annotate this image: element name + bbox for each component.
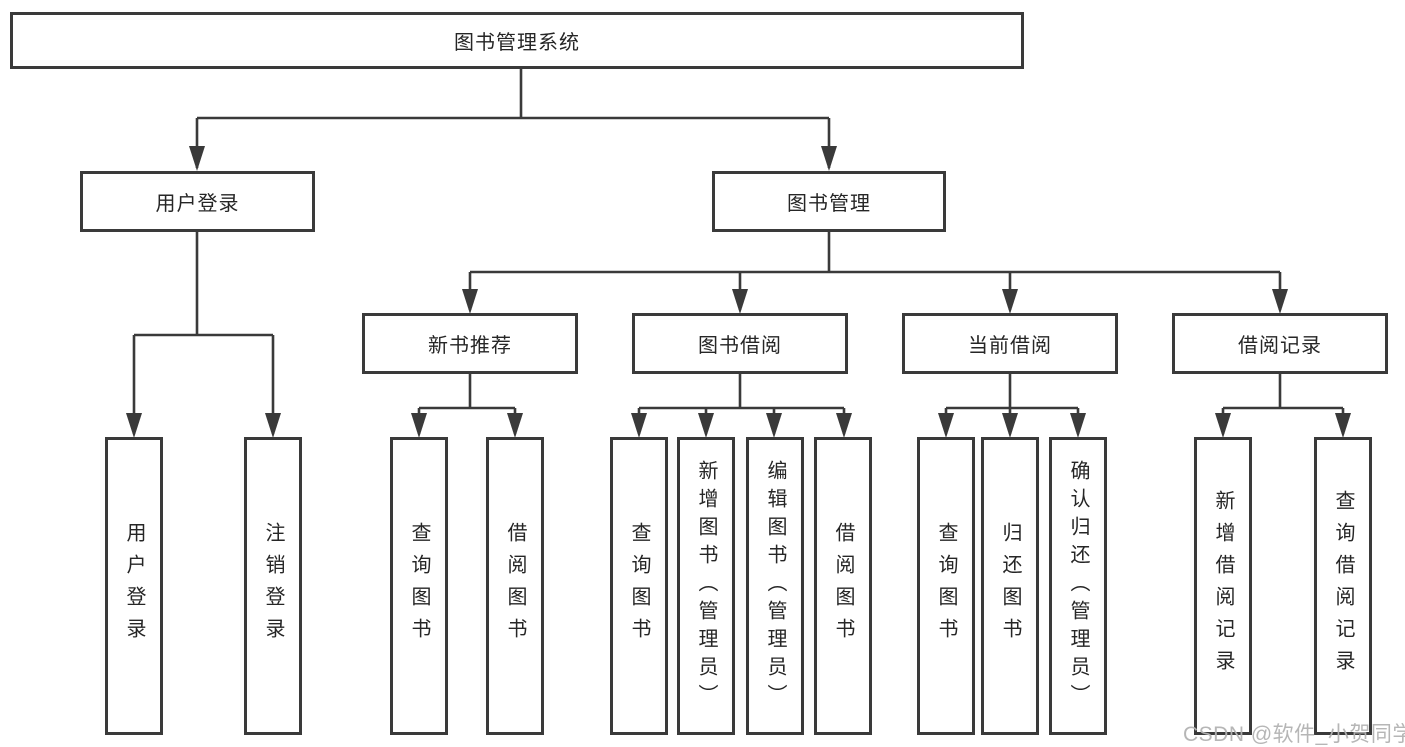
leaf-query-borrow-record: 查询借阅记录 [1314,437,1372,735]
node-book-borrow: 图书借阅 [632,313,848,374]
leaf-borrow-books-recommend: 借阅图书 [486,437,544,735]
node-current-borrow: 当前借阅 [902,313,1118,374]
arrow-down-icons [126,146,1351,438]
leaf-borrow-books: 借阅图书 [814,437,872,735]
node-new-book-recommend: 新书推荐 [362,313,578,374]
leaf-return-books: 归还图书 [981,437,1039,735]
leaf-add-book-admin: 新增图书（管理员） [677,437,735,735]
node-library-system: 图书管理系统 [10,12,1024,69]
leaf-query-books-borrow: 查询图书 [610,437,668,735]
leaf-user-login: 用户登录 [105,437,163,735]
watermark-text: CSDN @软件_小贺同学 [1183,723,1405,746]
leaf-confirm-return-admin: 确认归还（管理员） [1049,437,1107,735]
node-borrow-records: 借阅记录 [1172,313,1388,374]
leaf-add-borrow-record: 新增借阅记录 [1194,437,1252,735]
leaf-query-books-recommend: 查询图书 [390,437,448,735]
leaf-logout: 注销登录 [244,437,302,735]
leaf-edit-book-admin: 编辑图书（管理员） [746,437,804,735]
node-book-management: 图书管理 [712,171,946,232]
node-user-login: 用户登录 [80,171,315,232]
leaf-query-books-current: 查询图书 [917,437,975,735]
